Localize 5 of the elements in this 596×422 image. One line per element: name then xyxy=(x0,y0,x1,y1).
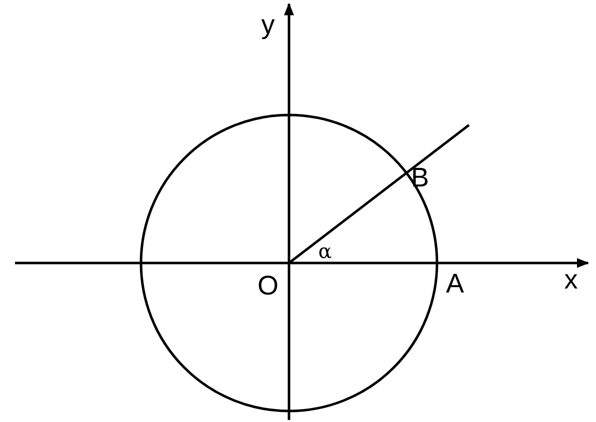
axis-label: x xyxy=(564,266,578,294)
axis-label: y xyxy=(261,12,275,38)
origin-label: O xyxy=(258,272,278,300)
point-label: A xyxy=(446,270,464,298)
angle-label: α xyxy=(318,241,332,261)
